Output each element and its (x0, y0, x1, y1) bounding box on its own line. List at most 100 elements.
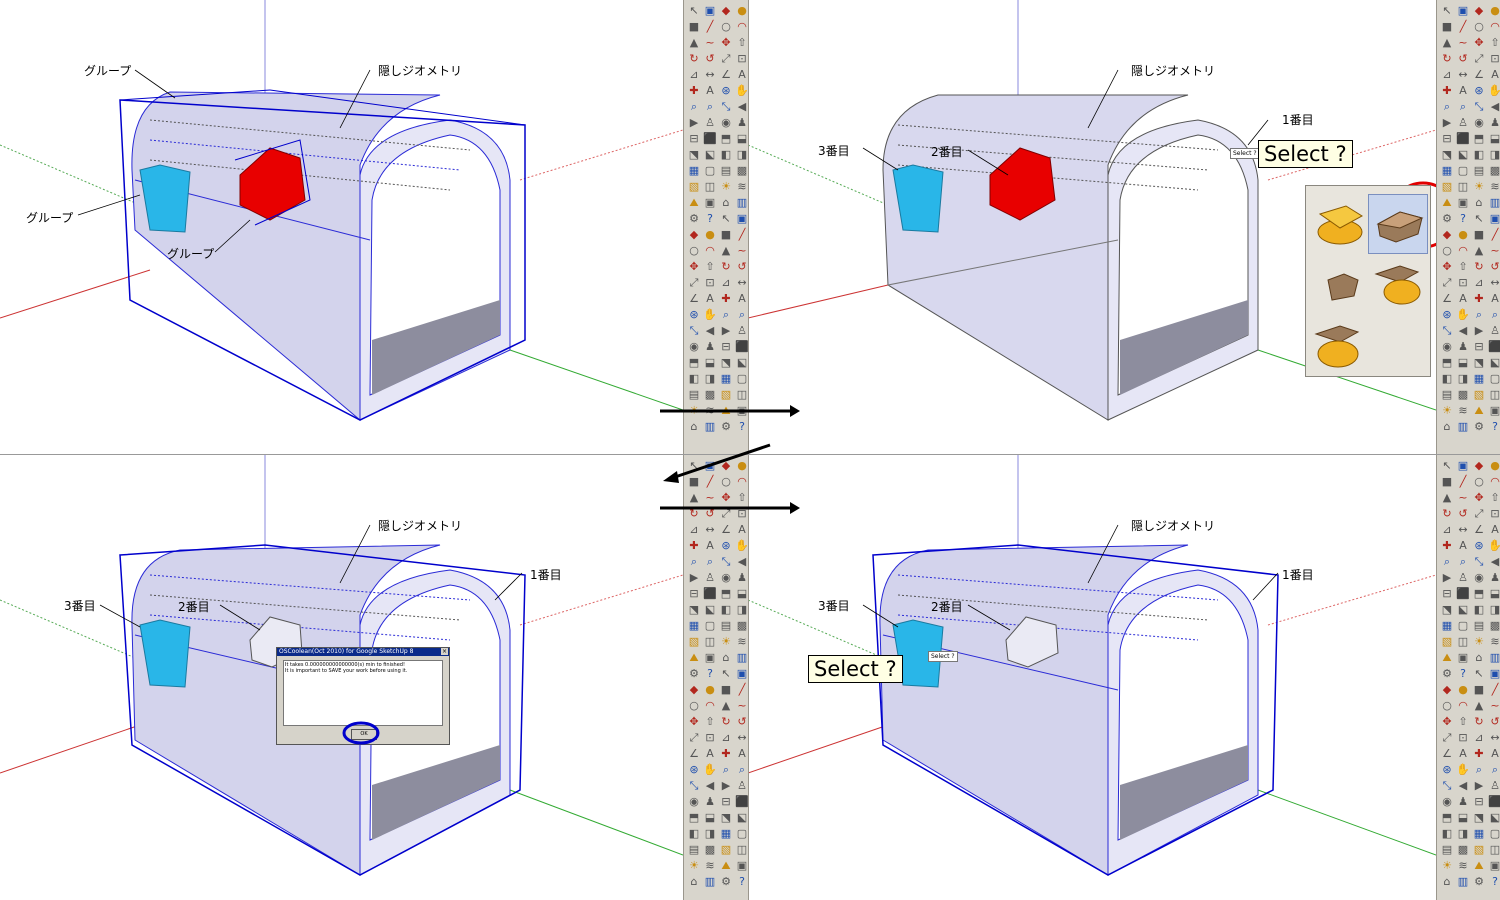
arc-icon[interactable]: ◠ (1458, 244, 1468, 257)
dimension-icon[interactable]: ↔ (1458, 68, 1468, 81)
top-icon[interactable]: ⬒ (1473, 132, 1485, 145)
orbit-icon[interactable]: ⊛ (721, 84, 731, 97)
xray-icon[interactable]: ▦ (688, 619, 700, 632)
photo-icon[interactable]: ▣ (1489, 859, 1500, 872)
rectangle-icon[interactable]: ■ (1473, 228, 1485, 241)
lookaround-icon[interactable]: ◉ (1442, 340, 1452, 353)
position-icon[interactable]: ♟ (1458, 795, 1468, 808)
sandbox-icon[interactable]: ⛰ (1474, 859, 1484, 872)
monochrome-icon[interactable]: ◫ (1489, 843, 1500, 856)
geo-icon[interactable]: ⌂ (722, 196, 730, 209)
fog-icon[interactable]: ≋ (705, 859, 715, 872)
next-icon[interactable]: ▶ (1474, 779, 1484, 792)
offset-icon[interactable]: ⊡ (705, 731, 715, 744)
walk-icon[interactable]: ♙ (1458, 571, 1468, 584)
text-icon[interactable]: A (738, 523, 746, 536)
back-icon[interactable]: ⬕ (736, 811, 748, 824)
hiddenline-icon[interactable]: ▤ (688, 843, 700, 856)
dimension-icon[interactable]: ↔ (705, 68, 715, 81)
axes-icon[interactable]: ✚ (1442, 84, 1452, 97)
textured-icon[interactable]: ▧ (688, 180, 700, 193)
zoom-icon[interactable]: ⌕ (690, 100, 698, 113)
paint-icon[interactable]: ● (737, 459, 747, 472)
hiddenline-icon[interactable]: ▤ (688, 388, 700, 401)
3dtext-icon[interactable]: A (1459, 84, 1467, 97)
geo-icon[interactable]: ⌂ (690, 875, 698, 888)
extension-icon[interactable]: ⚙ (689, 667, 699, 680)
orbit-icon[interactable]: ⊛ (1474, 84, 1484, 97)
polygon-icon[interactable]: ▲ (721, 699, 731, 712)
lookaround-icon[interactable]: ◉ (1474, 571, 1484, 584)
pan-icon[interactable]: ✋ (1456, 763, 1470, 776)
next-icon[interactable]: ▶ (689, 116, 699, 129)
rectangle-icon[interactable]: ■ (688, 475, 700, 488)
boolean-intersect-icon[interactable] (1310, 256, 1366, 312)
pushpull-icon[interactable]: ⇧ (737, 36, 747, 49)
lookaround-icon[interactable]: ◉ (721, 116, 731, 129)
help-icon[interactable]: ? (739, 875, 745, 888)
3dtext-icon[interactable]: A (1491, 292, 1499, 305)
circle-icon[interactable]: ○ (689, 244, 699, 257)
zoom-icon[interactable]: ⌕ (1443, 100, 1451, 113)
arc-icon[interactable]: ◠ (1490, 475, 1500, 488)
offset-icon[interactable]: ⊡ (1490, 507, 1500, 520)
orbit-icon[interactable]: ⊛ (1442, 763, 1452, 776)
circle-icon[interactable]: ○ (721, 20, 731, 33)
zoomwindow-icon[interactable]: ⌕ (706, 555, 714, 568)
paint-icon[interactable]: ● (1458, 683, 1468, 696)
previous-icon[interactable]: ◀ (1490, 100, 1500, 113)
freehand-icon[interactable]: ~ (705, 491, 715, 504)
axes-icon[interactable]: ✚ (689, 84, 699, 97)
zoom-icon[interactable]: ⌕ (722, 763, 730, 776)
followme-icon[interactable]: ↺ (1490, 260, 1500, 273)
back-icon[interactable]: ⬕ (1457, 148, 1469, 161)
position-icon[interactable]: ♟ (737, 116, 747, 129)
shadows-icon[interactable]: ☀ (721, 635, 731, 648)
rotate-icon[interactable]: ↻ (689, 507, 699, 520)
arc-icon[interactable]: ◠ (705, 244, 715, 257)
boolean-subtract-icon[interactable] (1370, 194, 1426, 250)
extension-icon[interactable]: ⚙ (721, 875, 731, 888)
fog-icon[interactable]: ≋ (1490, 180, 1500, 193)
followme-icon[interactable]: ↺ (737, 715, 747, 728)
zoomwindow-icon[interactable]: ⌕ (738, 308, 746, 321)
paint-icon[interactable]: ● (737, 4, 747, 17)
followme-icon[interactable]: ↺ (705, 52, 715, 65)
section-icon[interactable]: ⊟ (689, 587, 699, 600)
right-icon[interactable]: ⬔ (1473, 811, 1485, 824)
textured-icon[interactable]: ▧ (1473, 843, 1485, 856)
rotate-icon[interactable]: ↻ (721, 260, 731, 273)
zoomwindow-icon[interactable]: ⌕ (1459, 100, 1467, 113)
cyan-box[interactable] (892, 164, 944, 233)
position-icon[interactable]: ♟ (1490, 571, 1500, 584)
scale-icon[interactable]: ⤢ (689, 731, 699, 744)
boolean-split-icon[interactable] (1370, 256, 1426, 312)
circle-icon[interactable]: ○ (721, 475, 731, 488)
freehand-icon[interactable]: ~ (1490, 699, 1500, 712)
section-icon[interactable]: ⊟ (721, 795, 731, 808)
dimension-icon[interactable]: ↔ (705, 523, 715, 536)
zoom-icon[interactable]: ⌕ (1443, 555, 1451, 568)
wireframe-icon[interactable]: ▢ (1489, 372, 1500, 385)
text-icon[interactable]: A (1459, 747, 1467, 760)
xray-icon[interactable]: ▦ (1473, 827, 1485, 840)
text-icon[interactable]: A (1491, 523, 1499, 536)
lookaround-icon[interactable]: ◉ (721, 571, 731, 584)
paint-icon[interactable]: ● (1490, 4, 1500, 17)
pushpull-icon[interactable]: ⇧ (705, 715, 715, 728)
boolean-union-icon[interactable] (1310, 194, 1366, 250)
photo-icon[interactable]: ▣ (1457, 196, 1469, 209)
polygon-icon[interactable]: ▲ (721, 244, 731, 257)
axes-icon[interactable]: ✚ (1474, 747, 1484, 760)
warehouse-icon[interactable]: ▥ (736, 651, 748, 664)
sandbox-icon[interactable]: ⛰ (689, 651, 699, 664)
section-icon[interactable]: ⊟ (1442, 132, 1452, 145)
component-icon[interactable]: ▣ (1457, 4, 1469, 17)
shadows-icon[interactable]: ☀ (1474, 635, 1484, 648)
next-icon[interactable]: ▶ (1474, 324, 1484, 337)
text-icon[interactable]: A (1491, 68, 1499, 81)
offset-icon[interactable]: ⊡ (1458, 731, 1468, 744)
scale-icon[interactable]: ⤢ (1474, 507, 1484, 520)
front-icon[interactable]: ⬓ (736, 587, 748, 600)
move-icon[interactable]: ✥ (1442, 715, 1452, 728)
